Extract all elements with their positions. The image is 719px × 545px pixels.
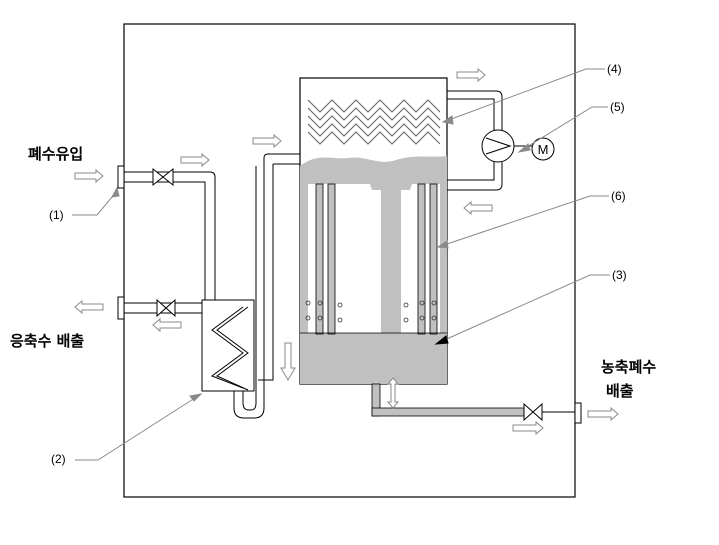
heat-exchanger-coil [210, 306, 244, 389]
inlet-flange [117, 165, 125, 189]
liquid-sump [300, 333, 447, 384]
condensate-pipe [122, 302, 203, 314]
condensate-flange [117, 296, 125, 320]
feed-valve [152, 167, 174, 187]
callout-1: (1) [49, 208, 64, 222]
liquid-upper [300, 156, 447, 190]
vapor-loop-pipe [447, 90, 503, 191]
outlet-flange [574, 402, 582, 424]
callout-3: (3) [612, 268, 627, 282]
concentrate-discharge-label-2: 배출 [606, 382, 634, 400]
feed-pipe [122, 171, 216, 300]
callout-4: (4) [607, 62, 622, 76]
callout-2: (2) [51, 452, 66, 466]
callout-6: (6) [611, 189, 626, 203]
concentrate-discharge-label-1: 농축폐수 [601, 358, 657, 376]
concentrate-valve [523, 402, 543, 422]
downcomer-center [381, 186, 401, 334]
motor [531, 137, 555, 161]
motor-label: M [538, 142, 549, 157]
flow-arrows [74, 67, 619, 436]
heat-exchanger [201, 299, 255, 392]
waste-inflow-label: 폐수유입 [28, 145, 84, 163]
demister [307, 99, 441, 145]
boiling-bubbles [305, 300, 437, 323]
heating-tubes [316, 184, 437, 334]
leader-lines [72, 68, 610, 461]
callout-5: (5) [610, 100, 625, 114]
condensate-valve [156, 298, 176, 318]
downcomer-left [300, 184, 308, 334]
exchanger-loop-pipe [233, 153, 300, 419]
downcomer-right [440, 184, 447, 334]
condensate-discharge-label: 응축수 배출 [10, 332, 85, 350]
